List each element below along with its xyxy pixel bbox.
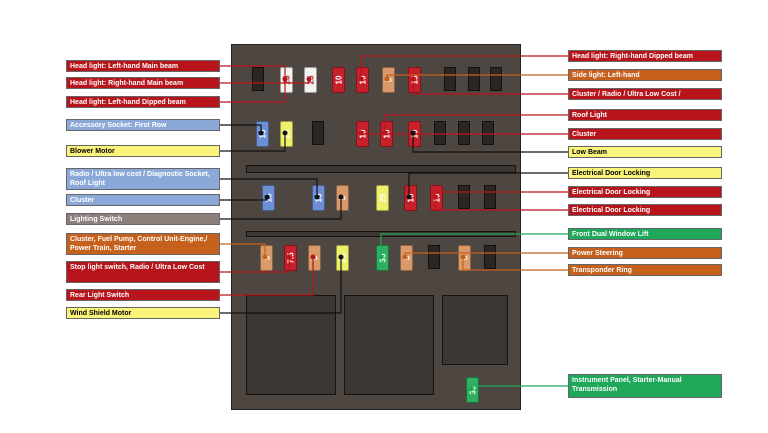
- fuse-f3: 10: [332, 67, 345, 93]
- leader-dot: [358, 76, 364, 82]
- leader-line-r3: [412, 79, 568, 95]
- leader-line-r5: [360, 133, 568, 135]
- label-r1: Head light: Right-hand Dipped beam: [568, 50, 722, 62]
- leader-line-r4: [384, 114, 568, 133]
- leader-line-r11: [404, 252, 568, 257]
- leader-dot: [258, 130, 264, 136]
- leader-dot: [378, 254, 384, 260]
- leader-line-r13: [470, 385, 568, 389]
- empty-fuse-slot: [484, 185, 496, 209]
- label-r3: Cluster / Radio / Ultra Low Cost /: [568, 88, 722, 100]
- leader-dot: [264, 194, 270, 200]
- leader-line-r6: [412, 133, 568, 153]
- fuse-f15: 20: [376, 185, 389, 211]
- relay-socket: [246, 295, 336, 395]
- label-l3: Head light: Left-hand Dipped beam: [66, 96, 220, 108]
- empty-fuse-slot: [312, 121, 324, 145]
- leader-dot: [282, 76, 288, 82]
- label-r9: Electrical Door Locking: [568, 204, 722, 216]
- relay-socket: [442, 295, 508, 365]
- label-r12: Transponder Ring: [568, 264, 722, 276]
- label-r5: Cluster: [568, 128, 722, 140]
- label-r8: Electrical Door Locking: [568, 186, 722, 198]
- leader-dot: [338, 254, 344, 260]
- label-l9: Cluster, Fuel Pump, Control Unit-Engine,…: [66, 233, 220, 255]
- empty-fuse-slot: [458, 121, 470, 145]
- label-r13: Instrument Panel, Starter-Manual Transmi…: [568, 374, 722, 398]
- label-r10: Front Dual Window Lift: [568, 228, 722, 240]
- label-r4: Roof Light: [568, 109, 722, 121]
- leader-line-l8: [220, 197, 342, 220]
- leader-line-r9: [434, 197, 568, 211]
- empty-fuse-slot: [252, 67, 264, 91]
- label-r11: Power Steering: [568, 247, 722, 259]
- leader-line-l5: [220, 133, 286, 152]
- leader-dot: [306, 76, 312, 82]
- leader-dot: [432, 194, 438, 200]
- empty-fuse-slot: [444, 67, 456, 91]
- label-l5: Blower Motor: [66, 145, 220, 157]
- leader-dot: [402, 254, 408, 260]
- empty-fuse-slot: [490, 67, 502, 91]
- empty-fuse-slot: [434, 121, 446, 145]
- leader-dot: [262, 254, 268, 260]
- label-r7: Electrical Door Locking: [568, 167, 722, 179]
- leader-line-l4: [220, 124, 262, 133]
- leader-line-l10: [220, 257, 290, 273]
- relay-socket: [344, 295, 434, 395]
- empty-fuse-slot: [458, 185, 470, 209]
- leader-dot: [314, 194, 320, 200]
- leader-dot: [468, 386, 474, 392]
- label-l4: Accessory Socket: First Row: [66, 119, 220, 131]
- leader-line-r12: [462, 257, 568, 271]
- leader-line-r7: [408, 172, 568, 197]
- label-l6: Radio / Ultra low cost / Diagnostic Sock…: [66, 168, 220, 190]
- empty-fuse-slot: [428, 245, 440, 269]
- leader-line-r10: [380, 233, 568, 257]
- leader-line-r1: [360, 55, 568, 79]
- label-l8: Lighting Switch: [66, 213, 220, 225]
- label-l7: Cluster: [66, 194, 220, 206]
- relay-socket: [246, 165, 516, 173]
- label-r6: Low Beam: [568, 146, 722, 158]
- leader-dot: [460, 254, 466, 260]
- leader-dot: [358, 130, 364, 136]
- leader-line-l11: [220, 257, 314, 296]
- leader-dot: [286, 254, 292, 260]
- leader-line-l3: [220, 79, 286, 103]
- label-l12: Wind Shield Motor: [66, 307, 220, 319]
- leader-dot: [382, 130, 388, 136]
- leader-line-l7: [220, 197, 268, 201]
- leader-dot: [338, 194, 344, 200]
- label-l2: Head light: Right-hand Main beam: [66, 77, 220, 89]
- leader-dot: [310, 254, 316, 260]
- leader-dot: [410, 76, 416, 82]
- leader-line-l1: [220, 65, 286, 79]
- label-r2: Side light: Left-hand: [568, 69, 722, 81]
- label-l10: Stop light switch, Radio / Ultra Low Cos…: [66, 261, 220, 283]
- empty-fuse-slot: [484, 245, 496, 269]
- label-l11: Rear Light Switch: [66, 289, 220, 301]
- leader-dot: [384, 76, 390, 82]
- leader-line-l12: [220, 257, 342, 314]
- leader-dot: [282, 130, 288, 136]
- leader-line-l2: [220, 79, 310, 84]
- empty-fuse-slot: [482, 121, 494, 145]
- empty-fuse-slot: [468, 67, 480, 91]
- leader-dot: [410, 130, 416, 136]
- leader-dot: [406, 194, 412, 200]
- leader-line-l6: [220, 178, 318, 197]
- leader-line-l9: [220, 243, 266, 257]
- label-l1: Head light: Left-hand Main beam: [66, 60, 220, 72]
- fuse-box-photo: 2525101051515201010101515520101057.55203…: [231, 44, 521, 410]
- leader-line-r8: [434, 191, 568, 197]
